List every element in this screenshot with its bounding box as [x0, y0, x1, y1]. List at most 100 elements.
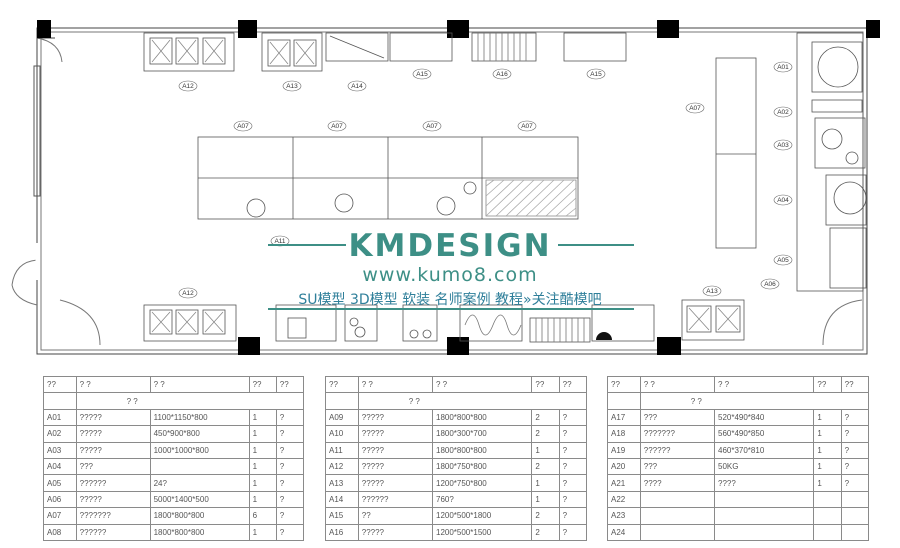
watermark-tagline: SU模型 3D模型 软装 名师案例 教程»关注酷模吧 — [298, 292, 602, 308]
table-cell: 50KG — [713, 457, 815, 476]
table-cell: A19 — [607, 441, 641, 459]
table-cell: ???? — [713, 474, 815, 492]
table-cell: A04 — [43, 457, 77, 476]
table-cell: A08 — [43, 523, 77, 541]
table-cell: A12 — [325, 457, 359, 476]
kitchen-floor-plan: A12 A13 A14 A15 A16 A15 A07 A07 A07 A07 … — [11, 20, 880, 355]
header-cell: ? ? — [149, 375, 250, 394]
table-cell: ??????? — [75, 507, 151, 525]
table-cell: A24 — [607, 523, 641, 541]
table-cell: ????? — [75, 425, 151, 443]
table-cell: 1 — [248, 474, 277, 492]
table-cell — [813, 490, 842, 509]
label-island-1: A07 — [331, 123, 343, 130]
table-cell: 5000*1400*500 — [149, 490, 250, 509]
watermark-rule-left — [268, 244, 346, 246]
label-bottom-1: A12 — [182, 290, 194, 297]
table-cell: 1 — [531, 490, 560, 509]
table-cell: 1 — [248, 490, 277, 509]
table-cell: A23 — [607, 507, 641, 525]
table-cell: 1800*800*800 — [431, 408, 533, 427]
subheader-cell: ? ? — [357, 392, 588, 410]
table-cell: 1200*750*800 — [431, 474, 533, 492]
table-cell — [639, 523, 716, 541]
table-cell: ??? — [75, 457, 151, 476]
table-subheader-row: ? ? — [43, 392, 305, 410]
table-cell: A17 — [607, 408, 641, 427]
label-island-0: A07 — [237, 123, 249, 130]
table-cell: ? — [840, 457, 870, 476]
table-header-row: ??? ?? ????? — [607, 375, 870, 394]
table-cell: ? — [275, 523, 305, 541]
table-cell: ? — [558, 490, 588, 509]
table-cell: ? — [275, 408, 305, 427]
table-cell: A15 — [325, 507, 359, 525]
table-cell: 2 — [531, 408, 560, 427]
table-cell: ? — [558, 507, 588, 525]
table-cell: ?????? — [639, 441, 716, 459]
table-cell: ????? — [75, 408, 151, 427]
table-cell: 1800*750*800 — [431, 457, 533, 476]
table-row: A14??????760?1? — [325, 490, 588, 509]
table-cell: A05 — [43, 474, 77, 492]
label-right-5: A06 — [764, 281, 776, 288]
table-cell — [813, 507, 842, 525]
sink-icon — [596, 332, 612, 340]
header-cell: ? ? — [639, 375, 716, 394]
table-cell: ????? — [357, 457, 434, 476]
header-cell: ?? — [275, 375, 305, 394]
table-row: A05??????24?1? — [43, 474, 305, 492]
table-cell: A10 — [325, 425, 359, 443]
table-cell: ? — [275, 425, 305, 443]
table-cell — [639, 490, 716, 509]
table-cell: ???? — [639, 474, 716, 492]
table-cell — [840, 523, 870, 541]
watermark-url: www.kumo8.com — [362, 264, 538, 286]
table-cell: 460*370*810 — [713, 441, 815, 459]
table-cell: 1 — [813, 441, 842, 459]
table-cell: A11 — [325, 441, 359, 459]
table-cell: 1 — [248, 523, 277, 541]
label-bottom-0: A11 — [274, 238, 285, 245]
label-top-0: A12 — [182, 83, 194, 90]
table-cell: 1200*500*1500 — [431, 523, 533, 541]
label-right-0: A01 — [777, 64, 789, 71]
table-cell: ? — [275, 474, 305, 492]
header-cell: ? ? — [713, 375, 815, 394]
table-cell — [713, 523, 815, 541]
table-row: A24 — [607, 523, 870, 541]
header-cell: ? ? — [357, 375, 434, 394]
table-cell: ????? — [357, 523, 434, 541]
table-cell: 1 — [248, 457, 277, 476]
table-cell: 1 — [248, 441, 277, 459]
label-bottom-2: A13 — [706, 288, 718, 295]
table-cell: A18 — [607, 425, 641, 443]
table-cell: 1800*800*800 — [149, 507, 250, 525]
structural-columns — [37, 20, 880, 355]
table-cell: A09 — [325, 408, 359, 427]
table-cell: A01 — [43, 408, 77, 427]
table-cell: A16 — [325, 523, 359, 541]
table-cell: ??? — [639, 408, 716, 427]
table-cell: 1800*800*800 — [149, 523, 250, 541]
table-cell: A07 — [43, 507, 77, 525]
table-cell: 1 — [813, 408, 842, 427]
table-cell: A13 — [325, 474, 359, 492]
table-cell: A14 — [325, 490, 359, 509]
label-right-1: A02 — [777, 109, 789, 116]
label-top-2: A14 — [351, 83, 363, 90]
table-cell: 1 — [813, 425, 842, 443]
table-header-row: ??? ?? ????? — [43, 375, 305, 394]
table-subheader-row: ? ? — [325, 392, 588, 410]
table-cell — [840, 507, 870, 525]
table-row: A22 — [607, 490, 870, 509]
